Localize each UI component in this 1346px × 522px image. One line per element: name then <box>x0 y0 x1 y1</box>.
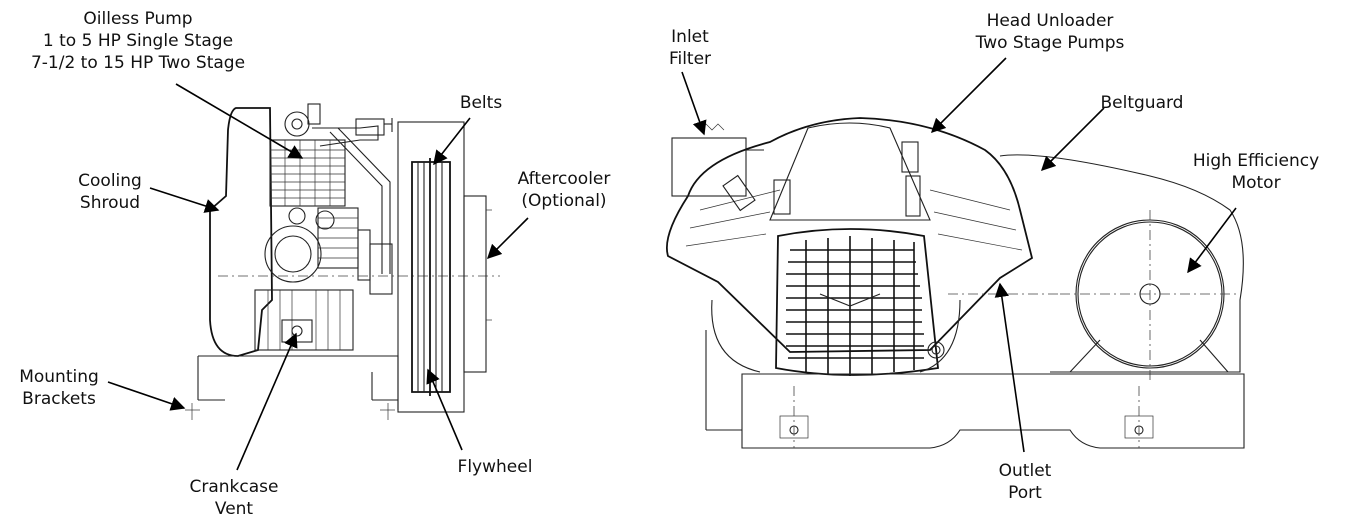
label-line: Belts <box>459 93 503 113</box>
label-line: Two Stage Pumps <box>975 33 1125 53</box>
leader-lines <box>107 57 1237 471</box>
label-line: Port <box>1008 483 1042 503</box>
inlet-filter-shape <box>671 137 747 197</box>
label-beltguard: Beltguard <box>1082 92 1202 114</box>
label-belts: Belts <box>446 92 516 114</box>
label-line: Inlet <box>671 27 709 47</box>
label-line: 7-1/2 to 15 HP Two Stage <box>30 53 246 73</box>
label-line: Motor <box>1231 173 1281 193</box>
leader-beltguard <box>1040 107 1105 172</box>
label-line: Crankcase <box>189 477 279 497</box>
label-oilless-pump: Oilless Pump 1 to 5 HP Single Stage 7-1/… <box>6 8 270 74</box>
leader-belts <box>433 117 471 166</box>
label-head-unloader: Head Unloader Two Stage Pumps <box>960 10 1140 54</box>
leader-oilless-pump <box>175 83 304 159</box>
motor-shape <box>1060 210 1240 380</box>
front-view <box>666 117 1245 449</box>
label-line: Outlet <box>998 461 1052 481</box>
label-line: Filter <box>668 49 712 69</box>
label-line: 1 to 5 HP Single Stage <box>42 31 234 51</box>
leader-mounting-brackets <box>107 381 186 411</box>
label-cooling-shroud: Cooling Shroud <box>62 170 158 214</box>
leader-flywheel <box>426 368 463 451</box>
leader-motor <box>1187 207 1237 274</box>
label-line: Brackets <box>22 389 96 409</box>
pump-fins <box>269 139 346 207</box>
leader-outlet-port <box>994 282 1025 453</box>
label-line: Flywheel <box>457 457 533 477</box>
label-line: Beltguard <box>1100 93 1184 113</box>
label-line: High Efficiency <box>1192 151 1320 171</box>
leader-inlet-filter <box>681 71 707 136</box>
label-line: (Optional) <box>521 191 607 211</box>
label-line: Shroud <box>79 193 141 213</box>
label-crankcase-vent: Crankcase Vent <box>172 476 296 520</box>
label-motor: High Efficiency Motor <box>1176 150 1336 194</box>
side-view <box>185 103 500 420</box>
cooling-shroud-shape <box>209 107 273 357</box>
label-line: Vent <box>214 499 254 519</box>
label-aftercooler: Aftercooler (Optional) <box>504 168 624 212</box>
leader-head-unloader <box>930 57 1007 134</box>
aftercooler-shape <box>463 195 487 373</box>
label-line: Head Unloader <box>986 11 1114 31</box>
fan-grille <box>775 228 939 376</box>
label-line: Oilless Pump <box>83 9 193 29</box>
base-frame <box>741 373 1245 449</box>
leader-cooling-shroud <box>149 187 220 213</box>
label-line: Cooling <box>78 171 142 191</box>
label-line: Mounting <box>19 367 99 387</box>
flywheel-shape <box>397 121 465 413</box>
leader-aftercooler <box>486 217 529 260</box>
label-flywheel: Flywheel <box>440 456 550 478</box>
leader-crankcase-vent <box>236 332 298 471</box>
label-outlet-port: Outlet Port <box>980 460 1070 504</box>
label-line: Aftercooler <box>517 169 611 189</box>
label-inlet-filter: Inlet Filter <box>650 26 730 70</box>
label-mounting-brackets: Mounting Brackets <box>0 366 118 410</box>
